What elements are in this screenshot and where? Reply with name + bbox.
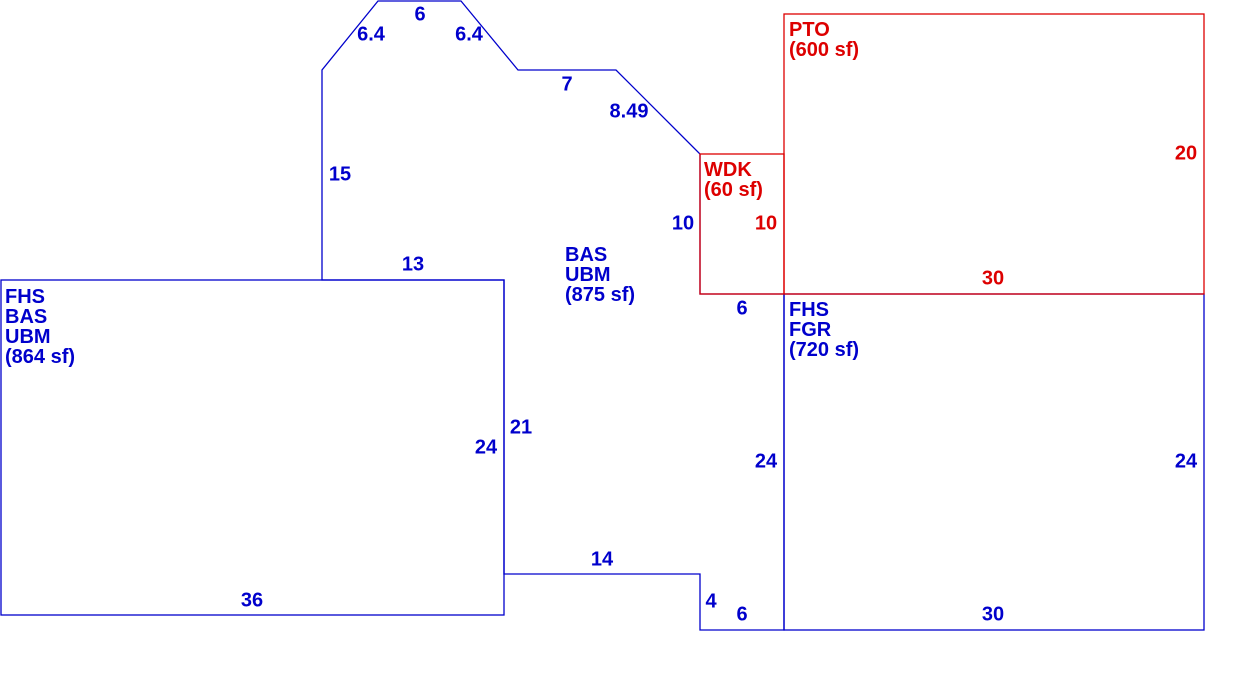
dim-left-right: 24 — [475, 436, 498, 458]
main-code-2: UBM — [565, 264, 611, 286]
dim-main-bottom-step: 4 — [705, 590, 717, 612]
dim-deck-right: 10 — [755, 212, 777, 234]
dim-main-inner-left: 21 — [510, 416, 532, 438]
patio-area-label: PTO (600 sf) — [789, 19, 859, 61]
dim-main-step-top: 7 — [561, 73, 572, 95]
dim-main-step-diag: 8.49 — [610, 100, 649, 122]
dim-main-top: 6 — [414, 3, 425, 25]
dim-main-top-left-diag: 6.4 — [357, 23, 386, 45]
dim-main-top-right-diag: 6.4 — [455, 23, 484, 45]
patio-area-outline — [783, 13, 1205, 295]
dim-main-right-upper: 10 — [672, 212, 694, 234]
garage-area-sf: (720 sf) — [789, 339, 859, 361]
dim-main-left-wall: 15 — [329, 163, 351, 185]
dim-main-left-top: 13 — [402, 253, 424, 275]
dim-garage-right: 24 — [1175, 450, 1198, 472]
left-area-sf: (864 sf) — [5, 346, 75, 368]
dim-patio-bottom: 30 — [982, 267, 1004, 289]
garage-code-2: FGR — [789, 319, 832, 341]
main-area-sf: (875 sf) — [565, 284, 635, 306]
dim-garage-bottom: 30 — [982, 603, 1004, 625]
dim-main-bottom-right: 6 — [736, 603, 747, 625]
left-area-outline — [0, 279, 505, 616]
dim-left-bottom: 36 — [241, 589, 263, 611]
deck-area-sf: (60 sf) — [704, 179, 763, 201]
patio-area-sf: (600 sf) — [789, 39, 859, 61]
deck-code: WDK — [704, 159, 752, 181]
main-area-label: BAS UBM (875 sf) — [565, 244, 635, 306]
dim-main-right-notch: 6 — [736, 297, 747, 319]
dim-main-right-wall: 24 — [755, 450, 778, 472]
main-area-outline — [321, 0, 785, 631]
garage-code-1: FHS — [789, 299, 829, 321]
main-code-1: BAS — [565, 244, 607, 266]
left-area-label: FHS BAS UBM (864 sf) — [5, 286, 75, 368]
dim-main-bottom-left: 14 — [591, 548, 614, 570]
left-code-1: FHS — [5, 286, 45, 308]
garage-area-label: FHS FGR (720 sf) — [789, 299, 859, 361]
left-code-3: UBM — [5, 326, 51, 348]
patio-code: PTO — [789, 19, 830, 41]
dim-patio-right: 20 — [1175, 142, 1197, 164]
left-code-2: BAS — [5, 306, 47, 328]
deck-area-label: WDK (60 sf) — [704, 159, 763, 201]
